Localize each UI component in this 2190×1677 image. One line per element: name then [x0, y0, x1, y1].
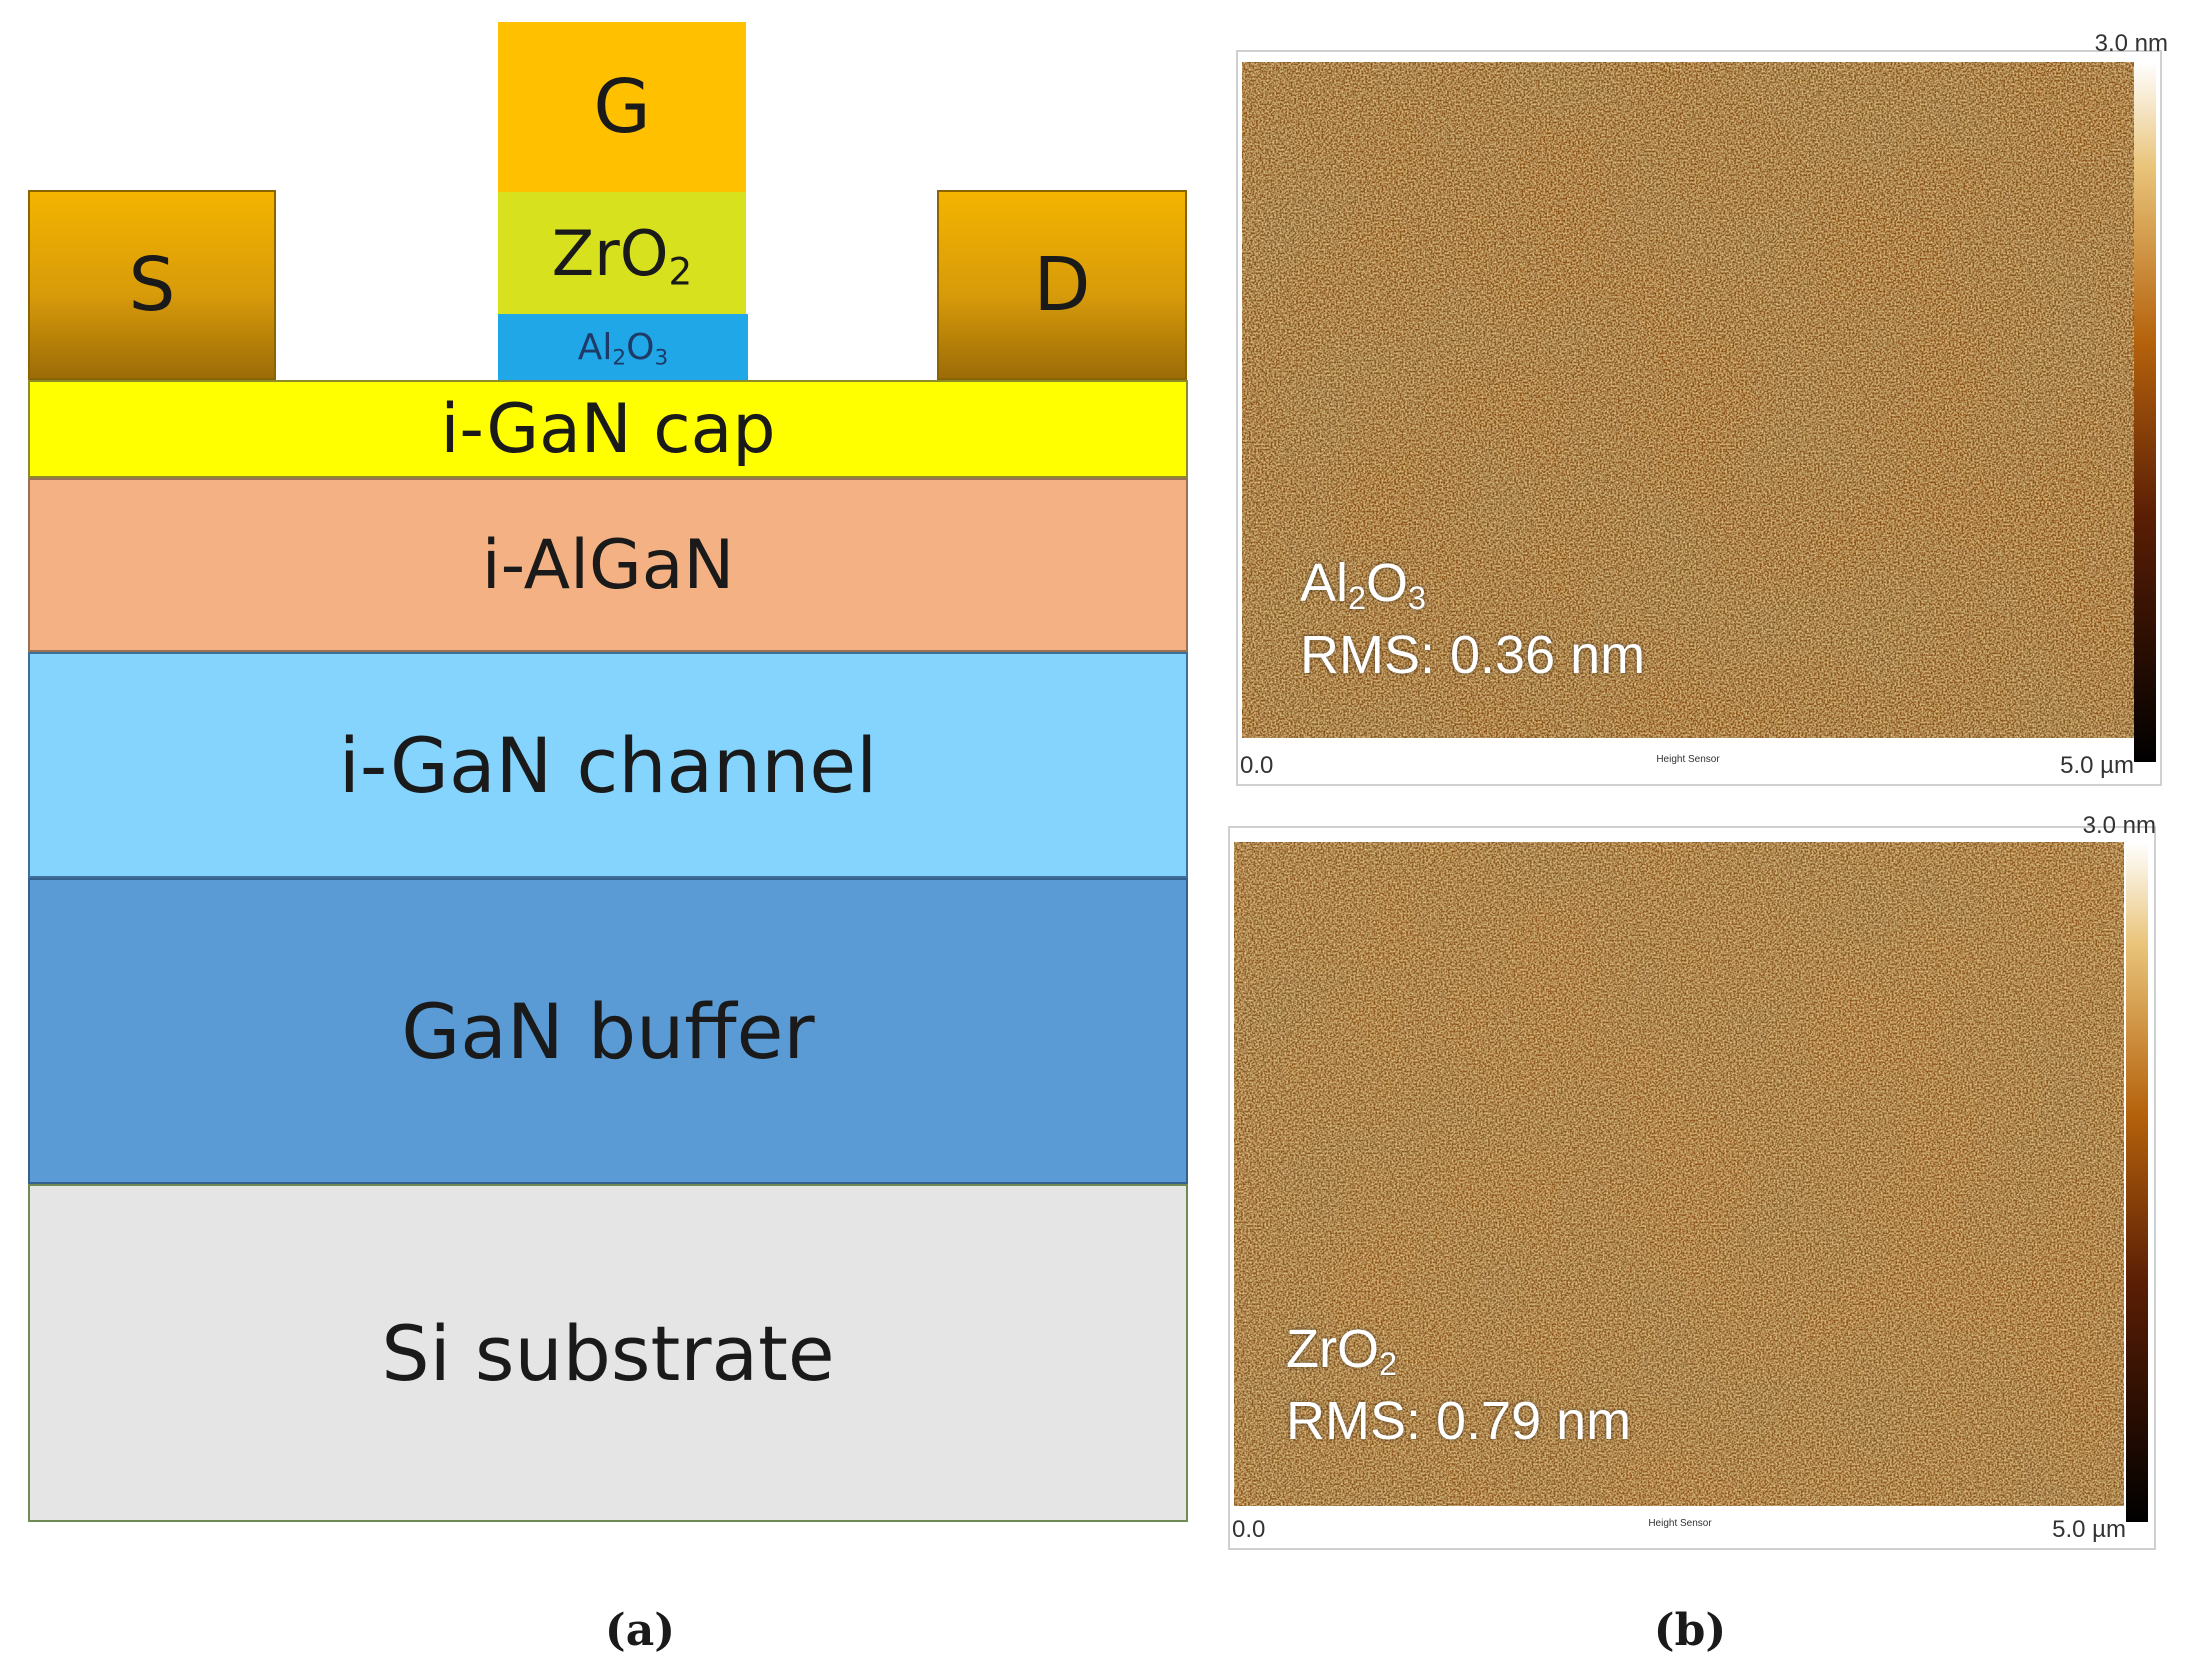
scale-max-label: 3.0 nm — [2082, 812, 2156, 839]
afm-panel-zro2: 3.0 nm 0.0 Height Sensor 5.0 µm ZrO2 RMS… — [1228, 812, 2156, 1550]
scale-max-label: 3.0 nm — [2094, 30, 2168, 57]
axis-start-label: 0.0 — [1240, 752, 1274, 779]
source-contact: S — [28, 190, 276, 380]
layer-ialgan-label: i-AlGaN — [481, 525, 735, 605]
afm-film-label: ZrO2 — [1286, 1319, 1397, 1383]
axis-start-label: 0.0 — [1232, 1516, 1266, 1543]
afm-image-zro2 — [1234, 842, 2124, 1506]
afm-panel-al2o3: 3.0 nm 0.0 Height Sensor 5.0 µm Al2O3 RM… — [1236, 30, 2168, 786]
layer-igan-channel: i-GaN channel — [28, 652, 1188, 878]
drain-contact: D — [937, 190, 1187, 380]
al2o3-layer: Al2O3 — [498, 314, 748, 380]
caption-a: (a) — [604, 1604, 676, 1656]
layer-gan-buffer-label: GaN buffer — [401, 986, 815, 1076]
drain-label: D — [1033, 242, 1091, 328]
zro2-label: ZrO2 — [551, 216, 693, 293]
layer-igan-channel-label: i-GaN channel — [338, 720, 878, 810]
sensor-label: Height Sensor — [1648, 1518, 1712, 1529]
sensor-label: Height Sensor — [1656, 754, 1720, 765]
layer-igan-cap-label: i-GaN cap — [440, 389, 776, 469]
caption-b: (b) — [1653, 1604, 1727, 1656]
gate-label: G — [593, 64, 651, 150]
source-label: S — [128, 242, 176, 328]
color-scale-bar — [2134, 62, 2156, 762]
layer-igan-cap: i-GaN cap — [28, 380, 1188, 478]
afm-image-al2o3 — [1242, 62, 2134, 738]
axis-end-label: 5.0 µm — [2052, 1516, 2126, 1543]
layer-gan-buffer: GaN buffer — [28, 878, 1188, 1184]
afm-film-label: Al2O3 — [1300, 553, 1427, 617]
axis-end-label: 5.0 µm — [2060, 752, 2134, 779]
layer-si-substrate-label: Si substrate — [381, 1308, 835, 1398]
afm-rms-label: RMS: 0.36 nm — [1300, 625, 1646, 685]
layer-ialgan: i-AlGaN — [28, 478, 1188, 652]
al2o3-label: Al2O3 — [577, 326, 669, 370]
afm-rms-label: RMS: 0.79 nm — [1286, 1391, 1632, 1451]
layer-si-substrate: Si substrate — [28, 1184, 1188, 1522]
device-cross-section: S D G ZrO2 Al2O3 i-GaN cap i-AlGaN i-GaN… — [28, 22, 1188, 1522]
gate-contact: G — [498, 22, 746, 192]
zro2-layer: ZrO2 — [498, 192, 746, 314]
color-scale-bar — [2126, 842, 2148, 1522]
